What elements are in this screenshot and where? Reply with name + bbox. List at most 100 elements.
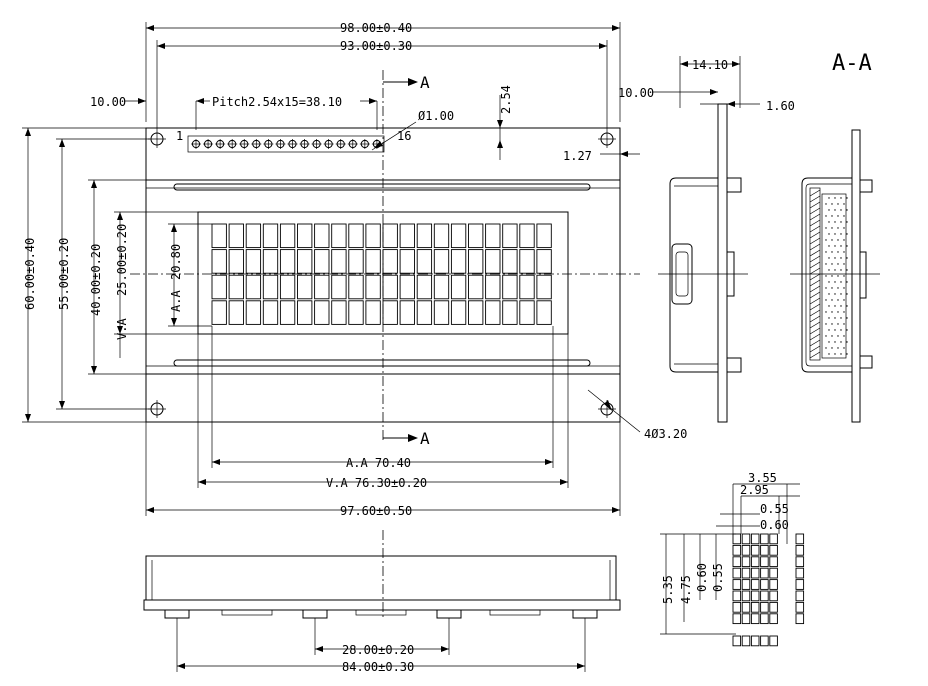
char-cell — [416, 249, 433, 274]
dot — [732, 567, 742, 579]
dim-mount-holes: 4Ø3.20 — [644, 427, 687, 441]
dim-char-dot-w: 2.95 — [740, 483, 769, 497]
pin — [227, 139, 238, 149]
char-cell — [228, 249, 244, 274]
char-cell — [433, 300, 450, 325]
dim-char-w: 3.55 — [748, 471, 777, 485]
side-pcb — [717, 103, 728, 423]
char-cell — [399, 249, 415, 274]
dim-dot-pitch-h: 0.60 — [695, 563, 709, 592]
pin — [203, 139, 214, 149]
dot — [795, 601, 805, 613]
char-cell — [450, 223, 467, 249]
dot — [732, 613, 742, 625]
dot — [760, 556, 769, 568]
dot — [732, 556, 742, 568]
char-cell — [262, 300, 279, 325]
side-bezel — [669, 177, 718, 373]
char-detail: 3.55 2.95 0.55 0.60 5.35 4.75 0.60 0.55 — [660, 471, 805, 647]
front-view: 1 16 A A 98.00±0.40 93.00±0.30 10.00 Pit… — [22, 21, 687, 518]
char-cell — [450, 249, 467, 274]
section-label: A-A — [832, 51, 872, 76]
section-pcb — [851, 129, 861, 423]
dim-hole-spacing: 93.00±0.30 — [340, 39, 412, 53]
dot — [769, 556, 778, 568]
dim-side-pcb: 1.60 — [766, 99, 795, 113]
dot — [795, 544, 805, 556]
section-marker-top: A — [420, 73, 430, 92]
dim-va-height: 25.00±0.20 — [115, 224, 129, 296]
pin — [323, 139, 334, 149]
char-cell — [485, 223, 501, 249]
dot — [741, 635, 751, 647]
pin-16-label: 16 — [397, 129, 411, 143]
char-cell — [348, 249, 364, 274]
pin — [347, 139, 358, 149]
char-cell — [468, 300, 484, 325]
char-cell — [502, 274, 518, 300]
dim-pin-pitch-bottom: 28.00±0.20 — [342, 643, 414, 657]
character-grid — [211, 223, 552, 325]
dim-char-dot-h: 4.75 — [679, 575, 693, 604]
bezel-side-outline — [145, 555, 617, 601]
char-cell — [502, 300, 518, 325]
dim-pitch: Pitch2.54x15=38.10 — [212, 95, 342, 109]
pin — [239, 139, 250, 149]
dot — [732, 590, 742, 602]
char-cell — [297, 249, 313, 274]
char-cell — [450, 274, 467, 300]
pin — [275, 139, 286, 149]
dot — [732, 533, 742, 545]
pin-header — [187, 135, 385, 153]
char-cell — [382, 274, 398, 300]
va-label: V.A — [115, 318, 129, 340]
dim-dot-w: 0.55 — [760, 502, 789, 516]
aa-label: A.A — [169, 290, 183, 312]
char-cell — [348, 274, 364, 300]
pin — [287, 139, 298, 149]
dim-aa-width: A.A 70.40 — [346, 456, 411, 470]
char-cell — [228, 300, 244, 325]
pin — [263, 139, 274, 149]
dot — [769, 590, 778, 602]
standoff — [164, 609, 190, 619]
dim-side-offset: 10.00 — [618, 86, 654, 100]
dot — [750, 567, 760, 579]
dot — [769, 533, 778, 545]
char-cell — [279, 249, 296, 274]
char-cell — [279, 274, 296, 300]
char-cell — [468, 274, 484, 300]
dim-pin-margin: 1.27 — [563, 149, 592, 163]
char-cell — [348, 300, 364, 325]
dim-aa-height: 20.80 — [169, 244, 183, 280]
dot — [769, 601, 778, 613]
char-cell — [348, 223, 364, 249]
char-cell — [450, 300, 467, 325]
dot — [760, 635, 769, 647]
char-cell — [485, 249, 501, 274]
dot — [760, 533, 769, 545]
bottom-view: 28.00±0.20 84.00±0.30 — [143, 530, 621, 674]
standoff — [436, 609, 462, 619]
dot — [795, 556, 805, 568]
pcb-edge — [143, 599, 621, 611]
char-cell — [365, 300, 381, 325]
char-cell — [485, 300, 501, 325]
dot — [760, 579, 769, 590]
bezel-strip-bottom — [173, 359, 591, 367]
dot-grid-below — [732, 635, 778, 647]
char-cell — [502, 249, 518, 274]
dot — [769, 635, 778, 647]
dot — [741, 533, 751, 545]
char-cell — [228, 274, 244, 300]
dim-outer-height: 60.00±0.40 — [23, 238, 37, 310]
char-cell — [536, 300, 552, 325]
dot — [760, 601, 769, 613]
char-cell — [297, 274, 313, 300]
dot — [750, 544, 760, 556]
char-cell — [416, 274, 433, 300]
char-cell — [211, 249, 227, 274]
dot — [760, 544, 769, 556]
standoff — [302, 609, 328, 619]
